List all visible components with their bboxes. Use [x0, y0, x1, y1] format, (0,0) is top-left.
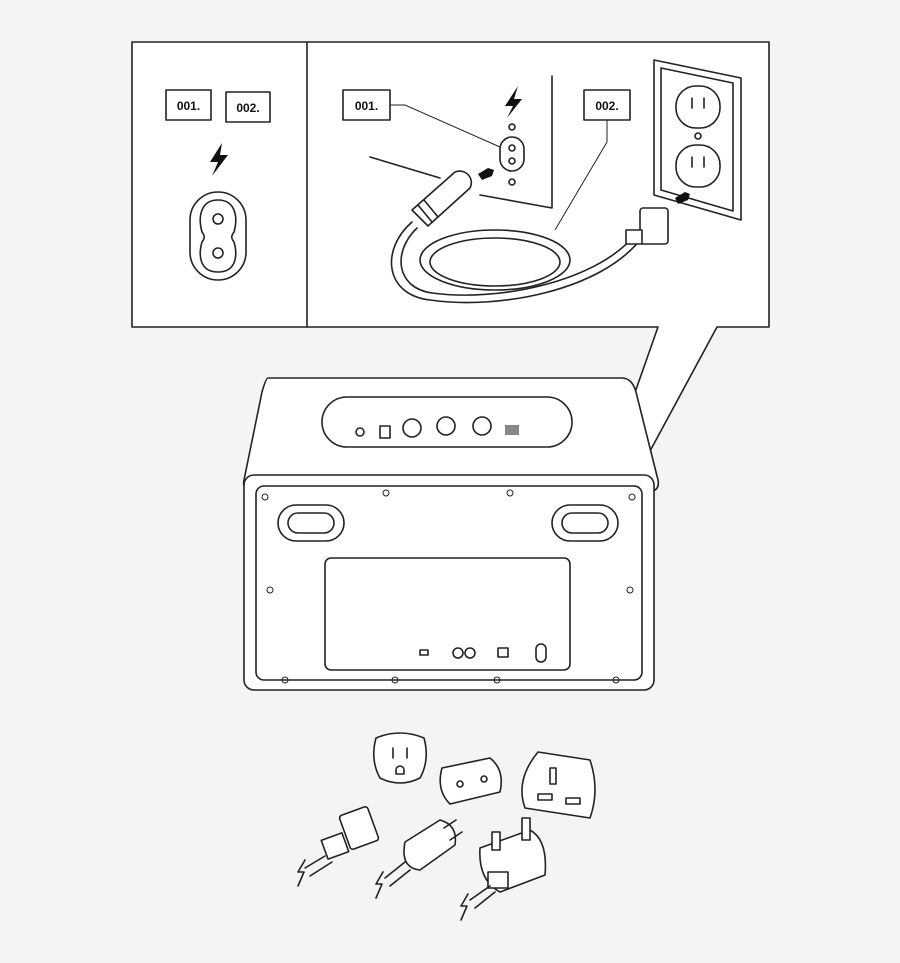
figure-eight-socket-icon [189, 191, 247, 281]
label-box-002 [225, 91, 271, 123]
plug-types [297, 732, 596, 921]
us-plug-icon [625, 207, 669, 245]
label-box-001 [165, 89, 212, 121]
power-socket [535, 643, 547, 663]
arrow-icon [478, 168, 494, 180]
label-001: 001. [355, 99, 378, 113]
speaker [242, 377, 660, 691]
label-001: 001. [177, 99, 200, 113]
left-panel: 001. 002. [165, 89, 271, 281]
speaker-socket-icon [499, 123, 525, 186]
lightning-bolt-icon [210, 143, 228, 176]
wall-outlet-icon [653, 59, 742, 221]
uk-outlet-icon [521, 751, 596, 819]
right-panel: 001. 002. [342, 59, 742, 304]
label-box-002 [583, 89, 631, 121]
us-outlet-icon [372, 732, 428, 784]
us-plug-icon [297, 806, 380, 887]
eu-plug-icon [375, 819, 463, 899]
label-002: 002. [236, 101, 259, 115]
eu-outlet-icon [439, 757, 503, 805]
uk-plug-icon [460, 817, 547, 921]
label-box-001 [342, 89, 391, 121]
rear-panel [324, 557, 571, 671]
power-cord [390, 170, 641, 304]
arrow-icon [675, 192, 690, 204]
label-002: 002. [595, 99, 618, 113]
lightning-bolt-icon [505, 86, 522, 118]
control-panel [321, 396, 573, 448]
